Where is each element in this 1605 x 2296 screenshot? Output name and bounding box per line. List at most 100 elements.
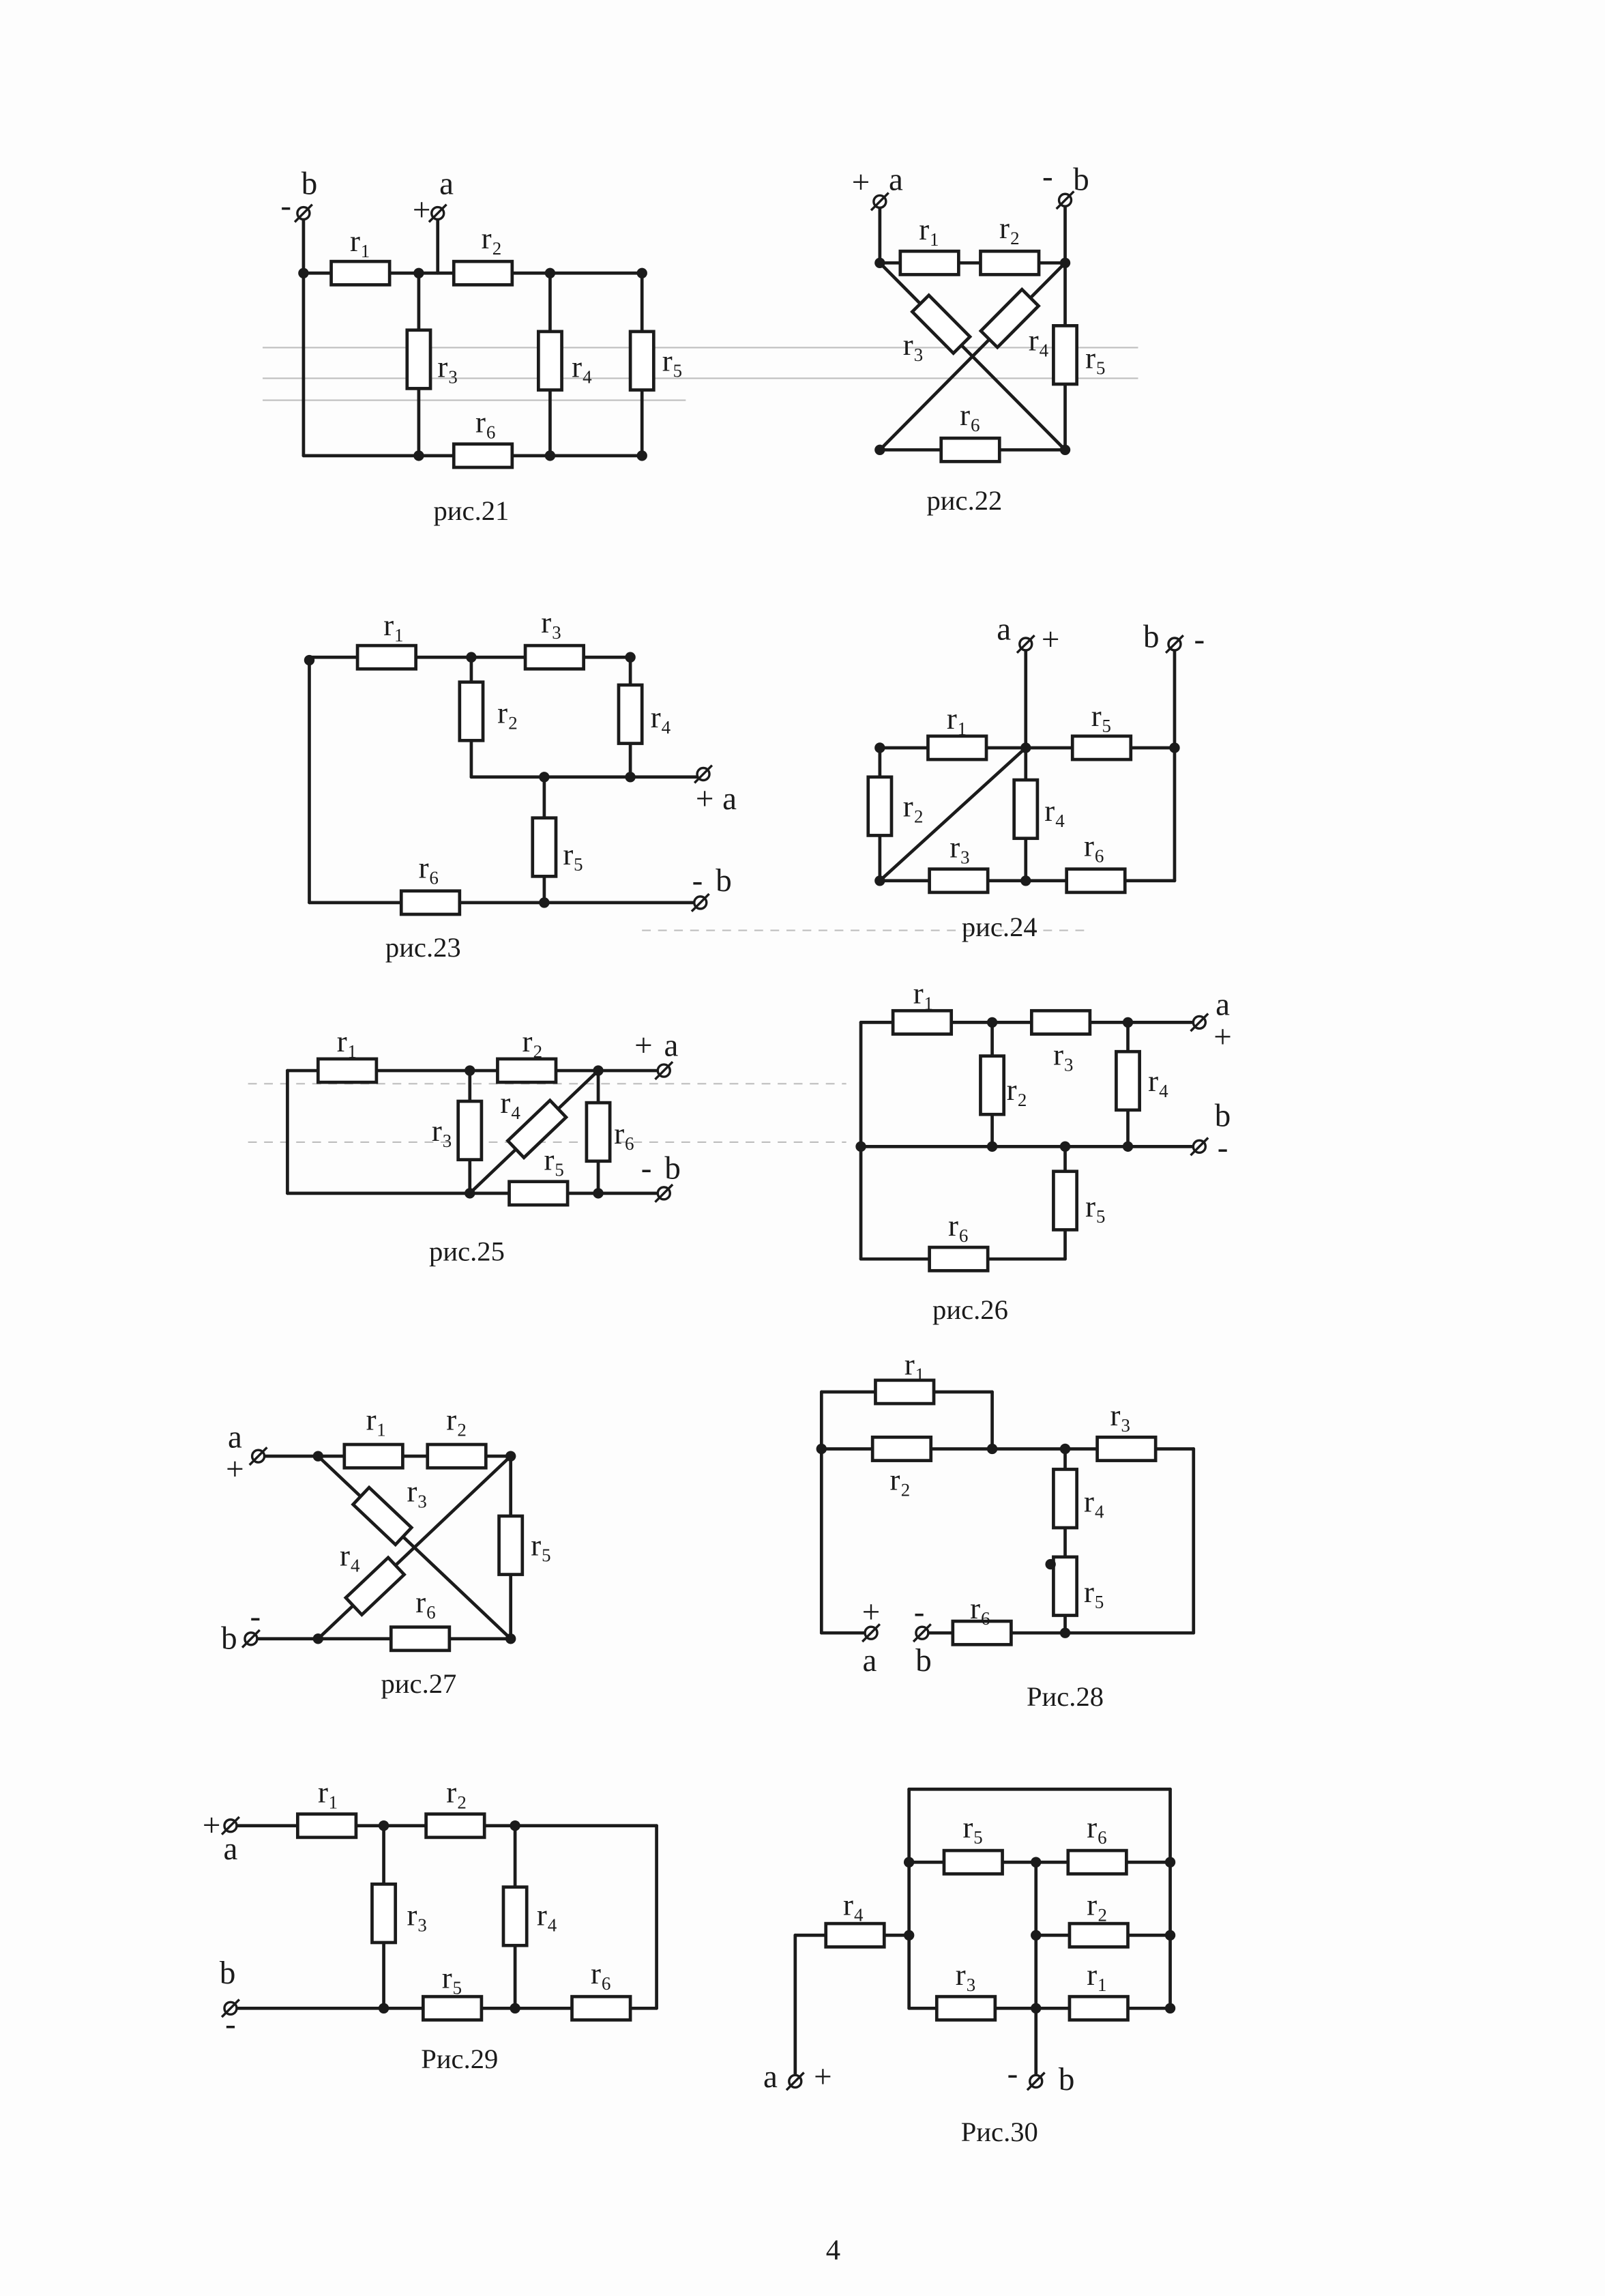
terminal-label-a-sign: + [413,192,431,228]
resistor-label-r5: r₅ [531,1528,552,1563]
terminal-b [1055,190,1075,210]
junction-node [1020,875,1031,886]
terminal-a [1190,1013,1209,1032]
resistor-r2 [870,1435,933,1462]
terminal-a [248,1447,268,1466]
resistor-r3 [370,1883,398,1945]
resistor-r4 [505,1098,569,1160]
terminal-slash [1190,1137,1209,1157]
resistor-r1 [926,734,988,761]
resistor-r1 [355,643,417,671]
resistor-label-r6: r₆ [1087,1810,1108,1844]
junction-node [505,1451,516,1462]
terminal-slash [861,1623,881,1643]
resistor-r5 [628,330,656,392]
resistor-label-r4: r₄ [1148,1064,1169,1098]
junction-node [378,1820,389,1831]
resistor-label-r6: r₆ [1084,828,1105,862]
junction-node [1164,1930,1176,1941]
resistor-r3 [928,867,990,895]
terminal-label-a: a [722,781,737,817]
resistor-r2 [1067,1921,1130,1949]
terminal-b [241,1629,261,1648]
resistor-r5 [1052,1555,1079,1617]
terminal-label-b-sign: - [280,188,291,224]
junction-node [593,1188,604,1199]
resistor-label-r3: r₃ [956,1958,977,1992]
resistor-r1 [898,249,960,276]
resistor-label-r4: r₄ [1029,323,1050,358]
terminal-label-b-sign: - [1194,622,1205,658]
resistor-r3 [405,328,432,390]
junction-node [855,1141,866,1152]
terminal-label-b: b [915,1643,932,1679]
resistor-label-r6: r₆ [614,1116,635,1150]
resistor-r2 [452,259,514,287]
terminal-label-b-sign: - [692,863,703,899]
resistor-r4 [978,287,1041,350]
resistor-label-r5: r₅ [544,1143,565,1177]
terminal-label-a-sign: + [203,1808,221,1844]
junction-node [544,450,556,461]
resistor-label-r3: r₃ [541,605,562,639]
terminal-a [785,2072,805,2091]
junction-node [510,1820,520,1831]
junction-node [539,897,550,908]
terminal-b [654,1183,674,1203]
figure-caption: Рис.28 [1027,1681,1104,1712]
resistor-label-r2: r₂ [446,1403,467,1437]
terminal-slash [1164,634,1185,654]
terminal-b [293,203,313,223]
terminal-slash [1055,190,1075,210]
junction-node [1031,2003,1042,2014]
resistor-label-r3: r₃ [1110,1398,1132,1432]
figure-caption: рис.26 [932,1294,1008,1325]
resistor-label-r1: r₁ [350,224,371,258]
terminal-a [654,1060,674,1081]
junction-node [1122,1017,1134,1028]
resistor-label-r5: r₅ [442,1960,463,1994]
resistor-label-r5: r₅ [962,1810,984,1844]
terminal-b [690,892,710,912]
terminal-label-b: b [716,863,732,899]
resistor-r6 [452,442,514,469]
terminal-slash [1190,1013,1209,1032]
terminal-b [912,1623,932,1643]
resistor-label-r3: r₃ [432,1114,453,1148]
junction-node [1059,1141,1071,1152]
resistor-r4 [824,1921,886,1949]
junction-node [1020,742,1031,753]
terminal-label-b-sign: - [1007,2057,1018,2092]
resistor-label-r3: r₃ [407,1898,428,1932]
terminal-slash [690,892,710,912]
resistor-r1 [316,1057,379,1084]
junction-node [539,772,550,783]
terminal-a [428,203,447,223]
resistor-r6 [928,1245,990,1273]
terminal-slash [654,1060,674,1081]
resistor-label-r4: r₄ [843,1887,864,1921]
resistor-label-r1: r₁ [337,1024,358,1058]
junction-node [413,450,424,461]
resistor-r4 [536,330,563,392]
resistor-label-r1: r₁ [383,608,404,642]
junction-node [1045,1558,1056,1570]
resistor-label-r4: r₄ [651,700,672,734]
resistor-r1 [1067,1994,1130,2022]
resistor-r5 [421,1994,484,2022]
terminal-slash [1016,634,1035,654]
resistor-r5 [497,1514,525,1576]
terminal-label-b-sign: - [1218,1130,1228,1165]
junction-node [1059,444,1071,456]
resistor-r3 [456,1099,484,1161]
junction-node [874,444,885,456]
junction-node [465,1065,475,1076]
terminal-label-a-sign: + [226,1451,244,1487]
resistor-label-r1: r₁ [947,701,968,736]
resistor-label-r4: r₄ [572,349,593,383]
